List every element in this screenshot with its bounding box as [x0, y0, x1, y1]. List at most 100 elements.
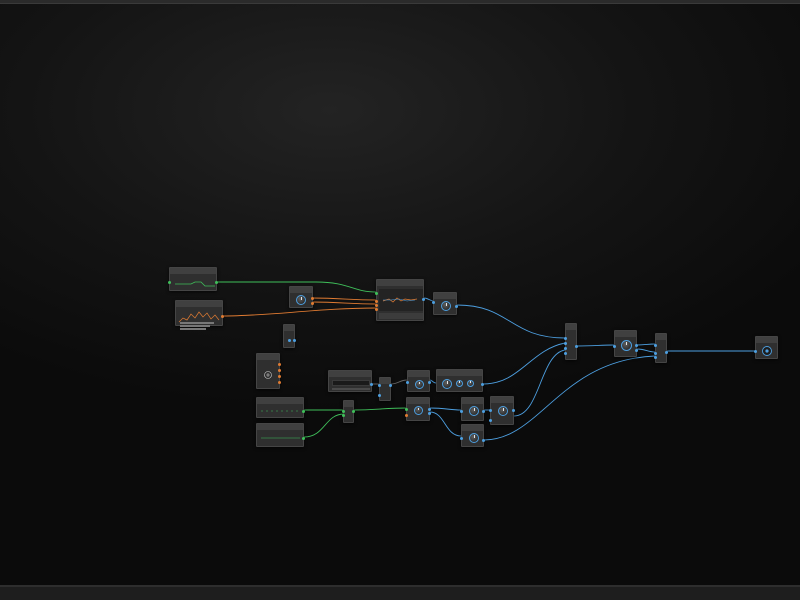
output-port[interactable]: [215, 281, 218, 284]
input-port[interactable]: [342, 414, 345, 417]
graph-node[interactable]: [460, 424, 485, 447]
input-port[interactable]: [654, 352, 657, 355]
input-port[interactable]: [405, 408, 408, 411]
output-port[interactable]: [278, 381, 281, 384]
input-port[interactable]: [489, 419, 492, 422]
graph-node[interactable]: [613, 330, 638, 357]
output-port[interactable]: [428, 408, 431, 411]
output-port[interactable]: [293, 339, 296, 342]
graph-node[interactable]: [405, 397, 431, 421]
output-port[interactable]: [278, 363, 281, 366]
rotary-knob-icon[interactable]: [498, 406, 508, 416]
slider-track[interactable]: [332, 388, 370, 390]
output-port[interactable]: [389, 384, 392, 387]
input-port[interactable]: [375, 304, 378, 307]
output-port[interactable]: [221, 315, 224, 318]
output-port[interactable]: [481, 383, 484, 386]
speaker-output-icon[interactable]: [761, 345, 773, 357]
rotary-knob-icon[interactable]: [469, 406, 479, 416]
graph-node[interactable]: [460, 397, 485, 421]
rotary-knob-icon[interactable]: [621, 340, 632, 351]
display-bar: [332, 380, 370, 386]
node-title: [756, 337, 777, 343]
graph-node[interactable]: [564, 323, 578, 360]
output-port[interactable]: [665, 351, 668, 354]
output-port[interactable]: [311, 297, 314, 300]
node-title: [656, 334, 666, 340]
output-port[interactable]: [352, 410, 355, 413]
output-port[interactable]: [302, 437, 305, 440]
output-port[interactable]: [311, 302, 314, 305]
input-port[interactable]: [432, 301, 435, 304]
input-port[interactable]: [564, 352, 567, 355]
input-port[interactable]: [405, 414, 408, 417]
graph-node[interactable]: [378, 377, 392, 401]
waveform-display: [178, 311, 220, 323]
graph-node[interactable]: [489, 396, 515, 425]
input-port[interactable]: [654, 344, 657, 347]
input-port[interactable]: [342, 410, 345, 413]
graph-node[interactable]: [283, 324, 296, 348]
input-port[interactable]: [375, 308, 378, 311]
graph-node[interactable]: [342, 400, 355, 423]
graph-node[interactable]: [256, 353, 281, 389]
output-port[interactable]: [302, 410, 305, 413]
node-title: [344, 401, 353, 407]
rotary-knob-icon[interactable]: [441, 301, 451, 311]
graph-node[interactable]: [436, 369, 484, 392]
output-port[interactable]: [482, 439, 485, 442]
input-port[interactable]: [378, 394, 381, 397]
input-port[interactable]: [613, 345, 616, 348]
wire: [456, 304, 566, 339]
graph-node[interactable]: [406, 370, 431, 392]
graph-node[interactable]: [432, 292, 458, 315]
node-title: [257, 398, 303, 404]
output-port[interactable]: [635, 344, 638, 347]
input-port[interactable]: [375, 292, 378, 295]
input-port[interactable]: [489, 409, 492, 412]
output-port[interactable]: [512, 409, 515, 412]
graph-node[interactable]: [754, 336, 778, 359]
input-port[interactable]: [754, 350, 757, 353]
output-port[interactable]: [422, 298, 425, 301]
output-port[interactable]: [482, 410, 485, 413]
output-port[interactable]: [455, 305, 458, 308]
output-port[interactable]: [428, 412, 431, 415]
graph-node[interactable]: [328, 370, 373, 392]
graph-node[interactable]: [256, 423, 305, 447]
wire: [311, 297, 378, 301]
output-port[interactable]: [278, 375, 281, 378]
rotary-knob-icon[interactable]: [467, 380, 474, 387]
input-port[interactable]: [406, 381, 409, 384]
rotary-knob-icon[interactable]: [296, 295, 306, 305]
input-port[interactable]: [654, 356, 657, 359]
graph-node[interactable]: [175, 300, 224, 326]
input-port[interactable]: [168, 281, 171, 284]
input-port[interactable]: [460, 437, 463, 440]
input-port[interactable]: [460, 410, 463, 413]
input-port[interactable]: [564, 347, 567, 350]
input-port[interactable]: [564, 337, 567, 340]
output-port[interactable]: [575, 345, 578, 348]
input-port[interactable]: [564, 342, 567, 345]
rotary-knob-icon[interactable]: [456, 380, 463, 387]
rotary-knob-icon[interactable]: [469, 433, 479, 443]
graph-node[interactable]: [375, 279, 425, 321]
graph-node[interactable]: [654, 333, 668, 363]
input-port[interactable]: [378, 384, 381, 387]
input-port[interactable]: [288, 339, 291, 342]
input-port[interactable]: [375, 300, 378, 303]
output-port[interactable]: [635, 349, 638, 352]
graph-node[interactable]: [289, 286, 314, 308]
graph-node[interactable]: [168, 267, 218, 291]
add-circle-icon[interactable]: [263, 370, 273, 380]
rotary-knob-icon[interactable]: [414, 406, 423, 415]
graph-node[interactable]: [256, 397, 305, 418]
rotary-knob-icon[interactable]: [415, 380, 424, 389]
rotary-knob-icon[interactable]: [442, 379, 452, 389]
output-port[interactable]: [278, 369, 281, 372]
output-port[interactable]: [428, 381, 431, 384]
wire: [636, 348, 656, 353]
output-port[interactable]: [370, 383, 373, 386]
